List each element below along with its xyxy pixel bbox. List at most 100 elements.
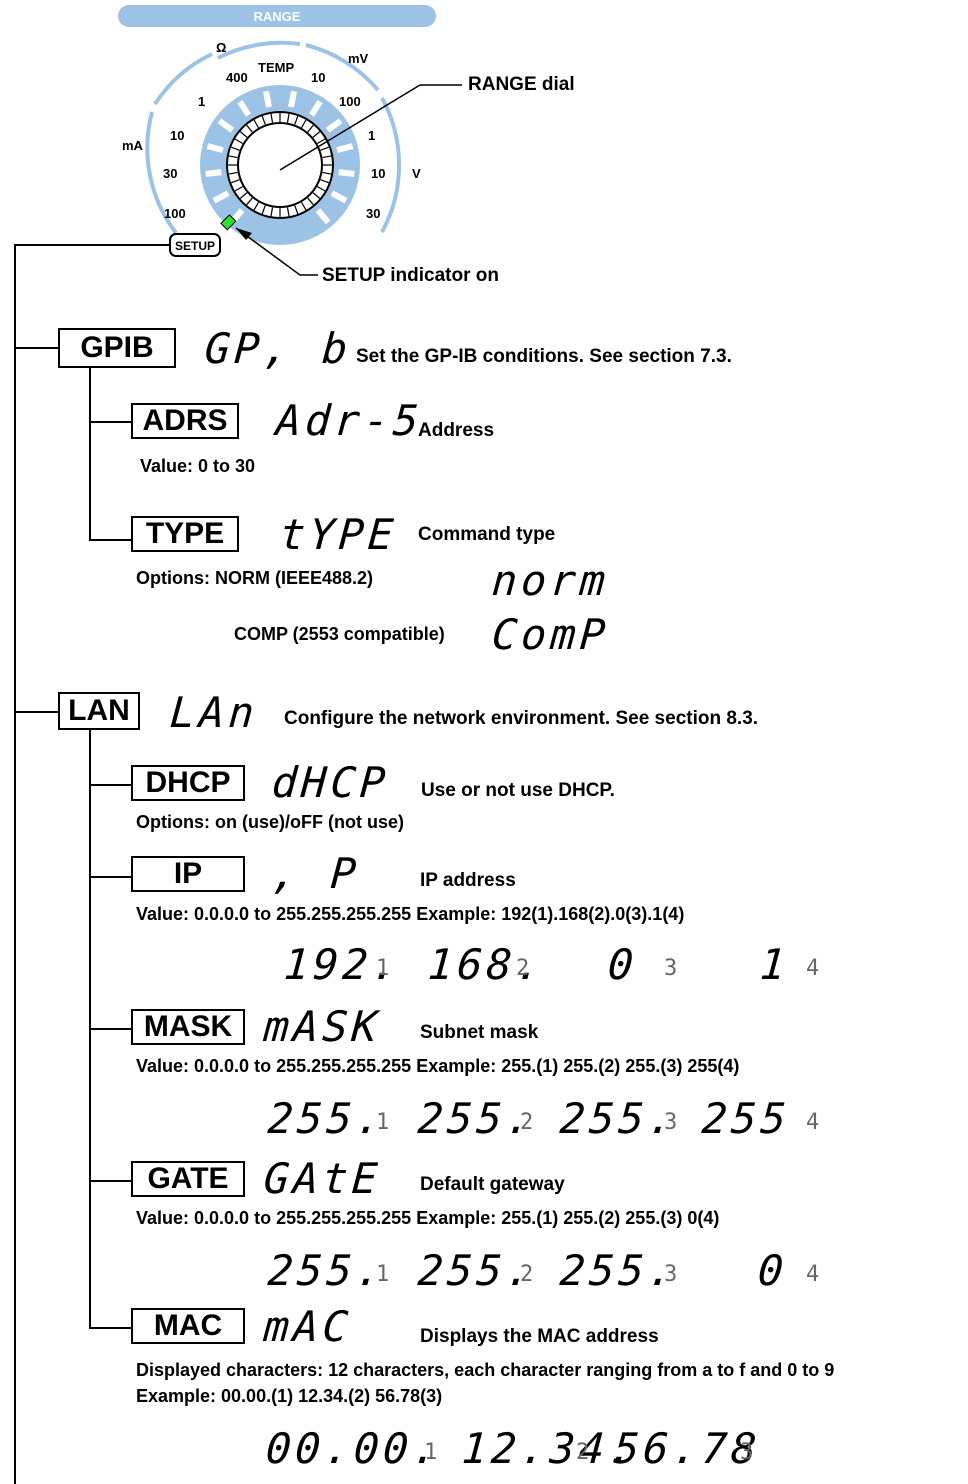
mask-octet-2: 255. <box>416 1094 537 1143</box>
knurl-line <box>320 146 330 151</box>
gpib-segment-display: GP, b <box>203 324 354 373</box>
adrs-segment-display: Adr-5 <box>274 396 425 445</box>
lan-description: Configure the network environment. See s… <box>284 708 759 729</box>
dial-tick-30-v: 30 <box>366 206 380 221</box>
ring-ticks <box>205 90 355 225</box>
mac-segment-display: mAC <box>262 1302 354 1351</box>
dial-tick-100-ma: 100 <box>164 206 186 221</box>
ring-tick <box>288 90 297 108</box>
gpib-description: Set the GP-IB conditions. See section 7.… <box>356 346 732 367</box>
knurl-line <box>270 207 274 217</box>
knurl-line <box>316 138 326 145</box>
type-segment-display: tYPE <box>278 510 399 559</box>
mask-menu-box: MASK <box>131 1009 245 1045</box>
knurl-line <box>228 155 238 159</box>
knurl-line <box>239 192 248 199</box>
dhcp-segment-display: dHCP <box>270 758 391 807</box>
mac-description: Displays the MAC address <box>420 1326 659 1347</box>
type-options-note: Options: NORM (IEEE488.2) <box>136 568 374 588</box>
gate-octet-3: 255. <box>558 1246 679 1295</box>
type-norm-segment: norm <box>490 556 611 605</box>
knurl-line <box>230 179 240 184</box>
knob-inner <box>237 122 323 208</box>
ring-tick <box>212 190 230 204</box>
knurl-line <box>270 113 274 123</box>
mask-index-3: 3 <box>664 1110 678 1135</box>
knurl-line <box>294 205 299 215</box>
range-dial-illustration: RANGE Ω mV mA V TEMP 400 10 100 1 1 10 1… <box>118 5 575 286</box>
range-ring <box>200 85 360 245</box>
knurl-line <box>294 115 299 125</box>
gpib-sub-vertical <box>89 366 91 540</box>
setup-indicator-callout: SETUP indicator on <box>322 265 499 286</box>
knurl-line <box>234 138 244 145</box>
range-arcs <box>145 40 401 235</box>
mask-description: Subnet mask <box>420 1022 539 1043</box>
gate-index-4: 4 <box>806 1262 820 1287</box>
gate-menu-box: GATE <box>131 1161 245 1197</box>
ip-description: IP address <box>420 870 516 891</box>
dial-tick-10-mv: 10 <box>311 70 325 85</box>
mac-menu-box: MAC <box>131 1308 245 1344</box>
ring-tick <box>237 100 252 117</box>
ip-menu-box: IP <box>131 856 245 892</box>
knurl-line <box>322 171 332 175</box>
gate-index-2: 2 <box>520 1262 534 1287</box>
range-dial-callout: RANGE dial <box>468 74 575 95</box>
mask-index-1: 1 <box>376 1110 390 1135</box>
knurl-line <box>307 197 314 206</box>
ring-tick <box>315 208 331 225</box>
dhcp-options-note: Options: on (use)/oFF (not use) <box>136 812 404 832</box>
mask-value-note: Value: 0.0.0.0 to 255.255.255.255 Exampl… <box>136 1056 740 1076</box>
ip-value-note: Value: 0.0.0.0 to 255.255.255.255 Exampl… <box>136 904 685 924</box>
range-banner-text: RANGE <box>254 9 301 24</box>
knurl-line <box>300 119 307 129</box>
gate-octet-1: 255. <box>266 1246 387 1295</box>
knurl-line <box>246 124 253 133</box>
knurl-line <box>286 207 290 217</box>
knurl-line <box>253 119 260 129</box>
ring-tick <box>263 90 272 108</box>
dial-tick-100-mv: 100 <box>339 94 361 109</box>
mask-segment-display: mASK <box>262 1002 383 1051</box>
knurl-line <box>261 205 266 215</box>
ring-tick <box>308 100 323 117</box>
ip-index-4: 4 <box>806 956 820 981</box>
gpib-menu-box: GPIB <box>58 328 176 368</box>
mask-branch <box>89 1028 131 1030</box>
mac-branch <box>89 1327 131 1329</box>
gate-segment-display: GAtE <box>262 1154 383 1203</box>
tree-main-vertical <box>14 244 16 1484</box>
setup-badge-text: SETUP <box>175 239 215 253</box>
adrs-branch <box>89 421 131 423</box>
knurl-line <box>261 115 266 125</box>
ring-tick <box>338 169 355 178</box>
ip-index-3: 3 <box>664 956 678 981</box>
mac-index-1: 1 <box>424 1440 438 1465</box>
dial-tick-10-ma: 10 <box>170 128 184 143</box>
mask-octet-1: 255. <box>266 1094 387 1143</box>
mac-example-note: Example: 00.00.(1) 12.34.(2) 56.78(3) <box>136 1386 443 1406</box>
dial-tick-1-v: 1 <box>368 128 375 143</box>
dial-tick-30-ma: 30 <box>163 166 177 181</box>
gate-index-1: 1 <box>376 1262 390 1287</box>
knurl-line <box>320 179 330 184</box>
dial-label-temp: TEMP <box>258 60 294 75</box>
tree-top-connector <box>14 244 170 246</box>
knurl-line <box>230 146 240 151</box>
knob-knurl <box>228 113 332 217</box>
mac-group-1: 00.00. <box>264 1424 444 1473</box>
knurl-line <box>239 131 248 138</box>
ring-tick <box>205 169 222 178</box>
adrs-description: Address <box>418 420 495 441</box>
type-description: Command type <box>418 524 556 545</box>
adrs-value-note: Value: 0 to 30 <box>140 456 256 476</box>
dial-label-v: V <box>412 166 421 181</box>
gate-octet-2: 255. <box>416 1246 537 1295</box>
dhcp-menu-box: DHCP <box>131 765 245 801</box>
ip-octet-3: 0 <box>606 940 640 989</box>
knurl-line <box>253 201 260 211</box>
mask-index-2: 2 <box>520 1110 534 1135</box>
dial-tick-1-ohm: 1 <box>198 94 205 109</box>
gate-octet-4: 0 <box>756 1246 790 1295</box>
